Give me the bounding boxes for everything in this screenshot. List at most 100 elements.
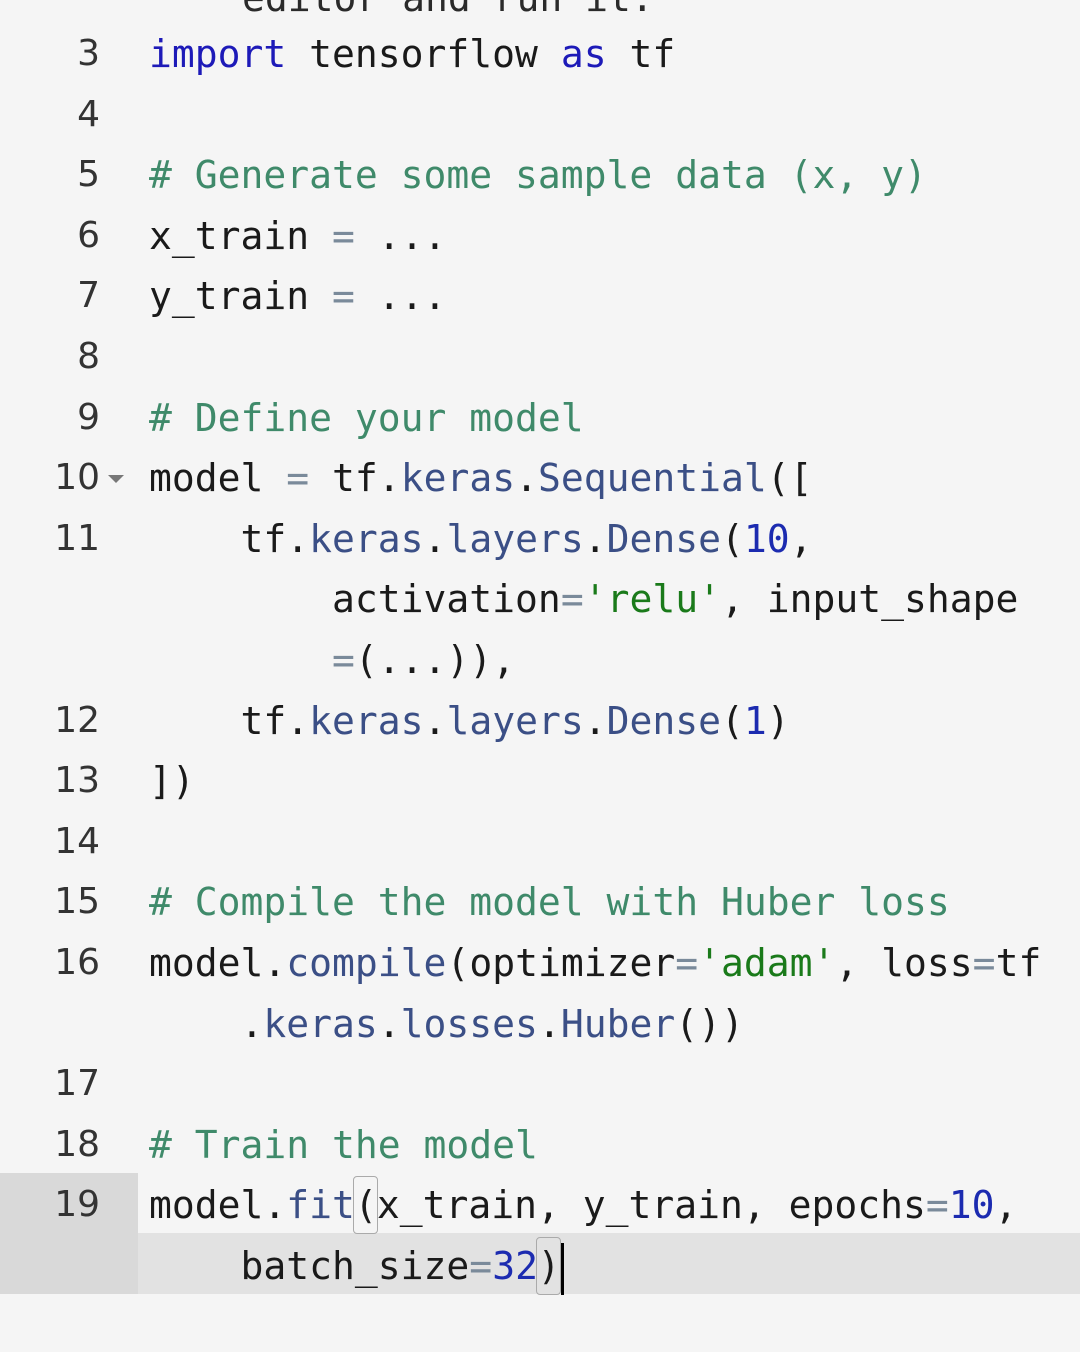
line-number: 11 (54, 518, 100, 559)
code-token: = (469, 1244, 493, 1288)
line-number: 8 (77, 336, 100, 377)
code-line[interactable]: y_train = ... (149, 266, 446, 326)
line-number: 19 (54, 1184, 100, 1225)
line-number: 13 (54, 760, 100, 801)
code-token: model. (149, 941, 287, 985)
code-line[interactable]: tf.keras.layers.Dense(10, (149, 509, 813, 569)
code-token: # Generate some sample data (x, y) (149, 153, 927, 197)
code-line[interactable]: batch_size=32) (149, 1236, 564, 1296)
code-token: activation (149, 577, 561, 621)
code-token: model. (149, 1183, 287, 1227)
code-token: as (560, 32, 607, 76)
code-token: ( (721, 517, 744, 561)
code-token: = (675, 941, 699, 985)
code-line[interactable]: tf.keras.layers.Dense(1) (149, 691, 790, 751)
line-number: 17 (54, 1063, 100, 1104)
matched-bracket: ) (536, 1237, 562, 1295)
code-token: Dense (606, 699, 721, 743)
code-token: = (925, 1183, 949, 1227)
code-line[interactable]: model.fit(x_train, y_train, epochs=10, (149, 1175, 1017, 1235)
code-token: Sequential (537, 456, 767, 500)
active-line-top-strip (138, 1173, 1080, 1233)
code-token: 10 (948, 1183, 995, 1227)
code-token (149, 638, 332, 682)
code-token: y_train (149, 274, 333, 318)
code-token: (...)), (354, 638, 516, 682)
line-number: 9 (77, 397, 100, 438)
code-token: = (332, 274, 355, 318)
line-number: 5 (77, 154, 100, 195)
code-token: keras (263, 1002, 378, 1046)
code-token: ... (354, 214, 447, 258)
code-token: . (583, 699, 607, 743)
line-number: 14 (54, 821, 100, 862)
code-token: . (377, 1002, 401, 1046)
code-token: batch_size (149, 1244, 470, 1288)
code-line[interactable]: activation='relu', input_shape (149, 569, 1018, 629)
code-line[interactable]: model.compile(optimizer='adam', loss=tf (149, 933, 1041, 993)
code-line[interactable]: # Define your model (149, 388, 584, 448)
code-token: , (994, 1183, 1018, 1227)
line-number: 18 (54, 1124, 100, 1165)
code-token: , (789, 517, 813, 561)
clipped-comment-text: editor and run it. (242, 0, 654, 20)
code-line[interactable]: x_train = ... (149, 206, 446, 266)
code-token: tf. (309, 456, 401, 500)
line-number: 10 (54, 457, 100, 498)
active-line-gutter (0, 1173, 138, 1294)
code-token: (optimizer (446, 941, 676, 985)
code-token: = (332, 638, 355, 682)
text-cursor (560, 1242, 564, 1295)
code-token: 'adam' (698, 941, 836, 985)
code-line[interactable]: model = tf.keras.Sequential([ (149, 448, 813, 508)
code-token: . (149, 1002, 264, 1046)
code-token: ([ (766, 456, 813, 500)
code-token: = (972, 941, 996, 985)
code-token: = (286, 456, 310, 500)
matched-bracket: ( (353, 1176, 379, 1234)
code-token: layers (446, 699, 584, 743)
code-line[interactable]: # Train the model (149, 1115, 538, 1175)
code-line[interactable]: =(...)), (149, 630, 515, 690)
code-line[interactable]: ]) (149, 751, 195, 811)
code-token: . (583, 517, 607, 561)
code-token: keras (309, 517, 424, 561)
code-token: tf. (149, 517, 310, 561)
line-number: 15 (54, 881, 100, 922)
code-token: ]) (149, 759, 195, 803)
code-line[interactable]: # Generate some sample data (x, y) (149, 145, 927, 205)
code-token: ()) (675, 1002, 744, 1046)
code-token: tf (606, 32, 676, 76)
code-token: # Compile the model with Huber loss (149, 880, 950, 924)
code-token: losses (400, 1002, 538, 1046)
code-token: keras (400, 456, 516, 500)
code-token: . (537, 1002, 561, 1046)
code-token: , loss (835, 941, 973, 985)
code-token: 32 (492, 1244, 538, 1288)
code-token: = (560, 577, 584, 621)
code-token: . (423, 699, 447, 743)
code-token: tensorflow (286, 32, 561, 76)
line-number: 7 (77, 275, 100, 316)
line-number: 12 (54, 700, 100, 741)
code-token: fit (286, 1183, 355, 1227)
line-number: 3 (77, 33, 100, 74)
code-token: # Define your model (149, 396, 584, 440)
code-line[interactable]: # Compile the model with Huber loss (149, 872, 950, 932)
code-token: ( (721, 699, 744, 743)
code-line[interactable]: import tensorflow as tf (149, 24, 675, 84)
code-token: # Train the model (149, 1123, 538, 1167)
code-token: layers (446, 517, 584, 561)
code-line[interactable]: .keras.losses.Huber()) (149, 994, 744, 1054)
fold-arrow-icon[interactable] (108, 475, 124, 483)
code-token: Huber (560, 1002, 676, 1046)
line-number: 6 (77, 215, 100, 256)
code-token: tf. (149, 699, 310, 743)
code-token: Dense (606, 517, 721, 561)
code-token: ... (354, 274, 447, 318)
code-token: 'relu' (583, 577, 721, 621)
code-token: import (149, 32, 287, 76)
code-token: x_train, y_train, epochs (376, 1183, 926, 1227)
code-token: . (423, 517, 447, 561)
